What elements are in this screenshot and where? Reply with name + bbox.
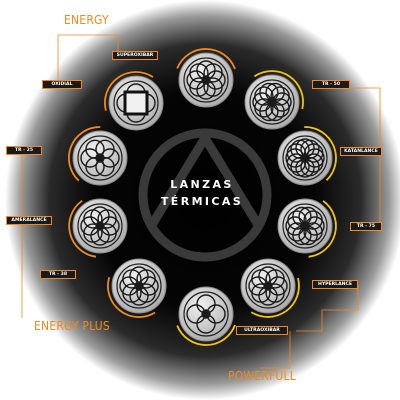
group-label-energy-plus: ENERGY PLUS	[34, 319, 110, 333]
medallion-superoxibar	[176, 48, 236, 108]
medallion-hyperlance	[240, 258, 300, 318]
medallion-pattern-icon	[186, 294, 226, 334]
tag-tr-25: TR - 25	[6, 146, 42, 155]
medallion-pattern-icon	[80, 139, 120, 177]
medallion-oxidial	[104, 71, 164, 131]
medallion-pattern-icon	[186, 60, 226, 100]
tag-tr-38: TR - 38	[40, 270, 76, 279]
medallion-ring-accent	[304, 126, 337, 181]
tag-tr-75: TR - 75	[350, 222, 382, 231]
medallion-ring-accent	[107, 277, 156, 318]
medallion-pattern-icon	[285, 138, 325, 178]
medallion-ultraoxibar	[176, 286, 236, 346]
medallion-tr-50	[244, 70, 304, 130]
tag-superoxibar: SUPEROXIBAR	[112, 51, 158, 60]
group-label-powerfull: POWERFULL	[228, 369, 296, 383]
tag-katanlance: KATANLANCE	[340, 147, 382, 156]
medallion-pattern-icon	[80, 206, 120, 246]
tag-oxidial: OXIDIAL	[42, 80, 82, 89]
group-label-energy: ENERGY	[64, 13, 109, 27]
medallion-pattern-icon	[252, 82, 292, 122]
center-emblem	[138, 128, 272, 262]
medallion-pattern-icon	[119, 266, 159, 306]
medallion-pattern-icon	[248, 266, 288, 306]
background-disc	[5, 0, 400, 400]
powerfull-down	[260, 331, 291, 369]
medallion-ring-accent	[250, 277, 300, 318]
medallion-ring-accent	[68, 126, 101, 182]
medallion-ring-accent	[176, 48, 236, 70]
medallion-ring-accent	[253, 70, 304, 110]
medallion-pattern-icon	[285, 206, 325, 246]
medallion-ameralance	[68, 198, 128, 258]
medallion-tr-38	[107, 258, 167, 318]
medallion-tr-25	[68, 126, 128, 186]
title-line-2: TÉRMICAS	[160, 195, 244, 208]
tag-hyperlance: HYPERLANCE	[312, 280, 358, 289]
medallion-ring-accent	[176, 324, 236, 346]
medallion-tr-75	[277, 198, 337, 258]
medallion-ring-accent	[308, 200, 337, 258]
tag-ultraoxibar: ULTRAOXIBAR	[236, 326, 288, 335]
medallion-ring	[68, 48, 337, 346]
title-line-1: LANZAS	[170, 178, 234, 191]
medallion-katanlance	[277, 126, 337, 186]
energy-bracket-top	[58, 34, 119, 55]
medallion-ring-accent	[68, 199, 97, 258]
tag-ameralance: AMERALANCE	[6, 216, 52, 225]
medallion-ring-accent	[104, 71, 154, 111]
tag-tr-50: TR - 50	[312, 80, 350, 89]
